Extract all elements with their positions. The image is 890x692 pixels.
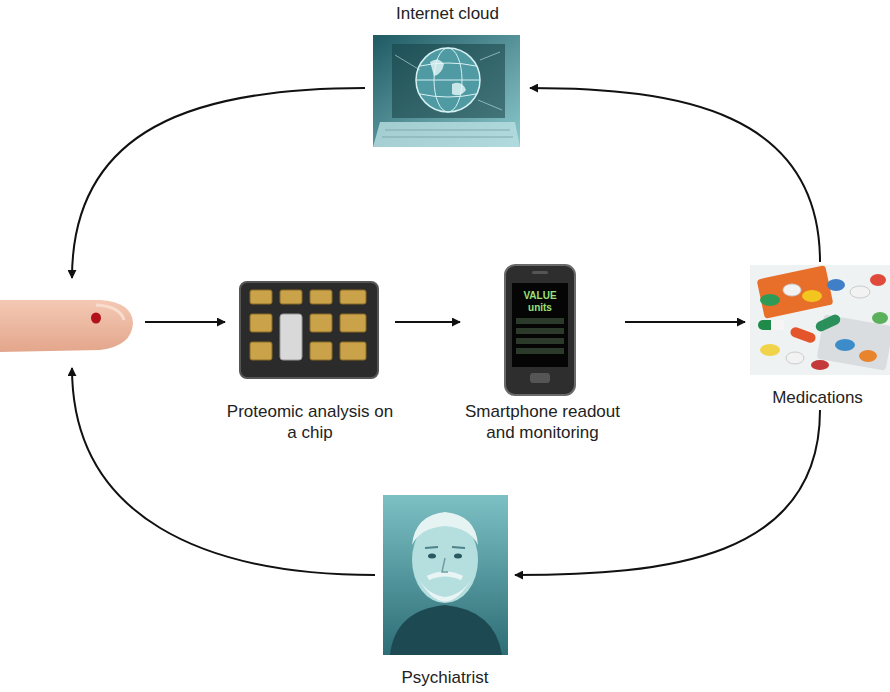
flow-arrow [395,321,460,323]
proteomic-chip-picture [240,282,378,378]
flow-arrow [530,88,820,262]
internet-cloud-node: Internet cloud [365,2,530,152]
smartphone-picture [505,265,575,395]
medications-picture [750,265,890,375]
node-label: Medications [745,388,890,408]
node-label: Smartphone readout and monitoring [460,402,625,443]
flow-arrow [72,368,375,575]
node-label: Psychiatrist [375,668,515,688]
chip-node: Proteomic analysis on a chip [225,275,395,445]
flow-arrow [145,321,225,323]
psychiatrist-portrait [383,495,508,655]
fingertip-blood-drop [0,300,133,352]
smartphone-node: Smartphone readout and monitoring [460,262,625,445]
node-label: Internet cloud [365,4,530,24]
laptop-globe-picture [373,35,520,147]
flow-arrow [625,321,745,323]
fingertip-node [0,278,145,368]
psychiatrist-node: Psychiatrist [375,492,515,690]
medications-node: Medications [745,262,890,410]
node-label: Proteomic analysis on a chip [225,402,395,443]
flow-arrow [72,88,365,278]
phone-screen-text: VALUE units [513,290,567,314]
